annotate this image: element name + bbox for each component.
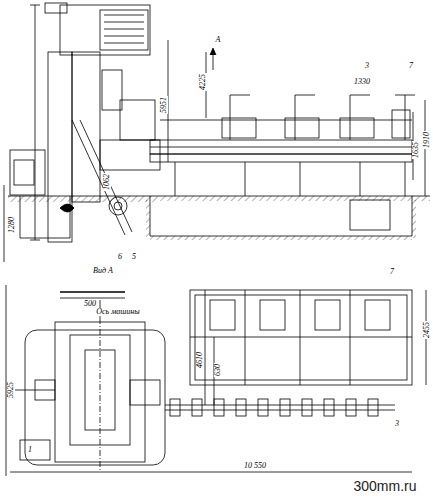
view-title: Вид А (92, 267, 114, 275)
roller (236, 399, 246, 416)
dimension: 5951 (160, 96, 168, 114)
dimension: 500 (83, 300, 97, 308)
callout-number: 1 (27, 446, 33, 454)
roller (192, 399, 202, 416)
roller (170, 399, 180, 416)
roller (324, 399, 334, 416)
roller (280, 399, 290, 416)
view-arrow-letter: А (215, 36, 222, 44)
dimension: 4225 (199, 73, 207, 91)
axis-note: Ось машины (95, 308, 141, 316)
dimension: 2455 (423, 321, 431, 339)
dimension: 1280 (8, 216, 16, 234)
roller (368, 399, 378, 416)
dimension: 1330 (353, 78, 371, 86)
callout-number: 3 (364, 62, 370, 70)
callout-number: 7 (389, 268, 395, 276)
dimension: 630 (214, 363, 222, 377)
callout-number: 5 (131, 253, 137, 261)
roller (302, 399, 312, 416)
dimension: 1910 (423, 131, 431, 149)
callout-number: 6 (117, 253, 123, 261)
callout-number: 3 (394, 420, 400, 428)
dimension: 5925 (7, 381, 15, 399)
dimension: 1062 (103, 173, 111, 191)
dimension: 4610 (196, 351, 204, 369)
watermark: 300mm.ru (352, 479, 417, 493)
callout-number: 7 (408, 62, 414, 70)
dimension: 10 550 (243, 462, 267, 470)
roller (346, 399, 356, 416)
roller (258, 399, 268, 416)
dimension: 1635 (412, 141, 420, 159)
roller (214, 399, 224, 416)
